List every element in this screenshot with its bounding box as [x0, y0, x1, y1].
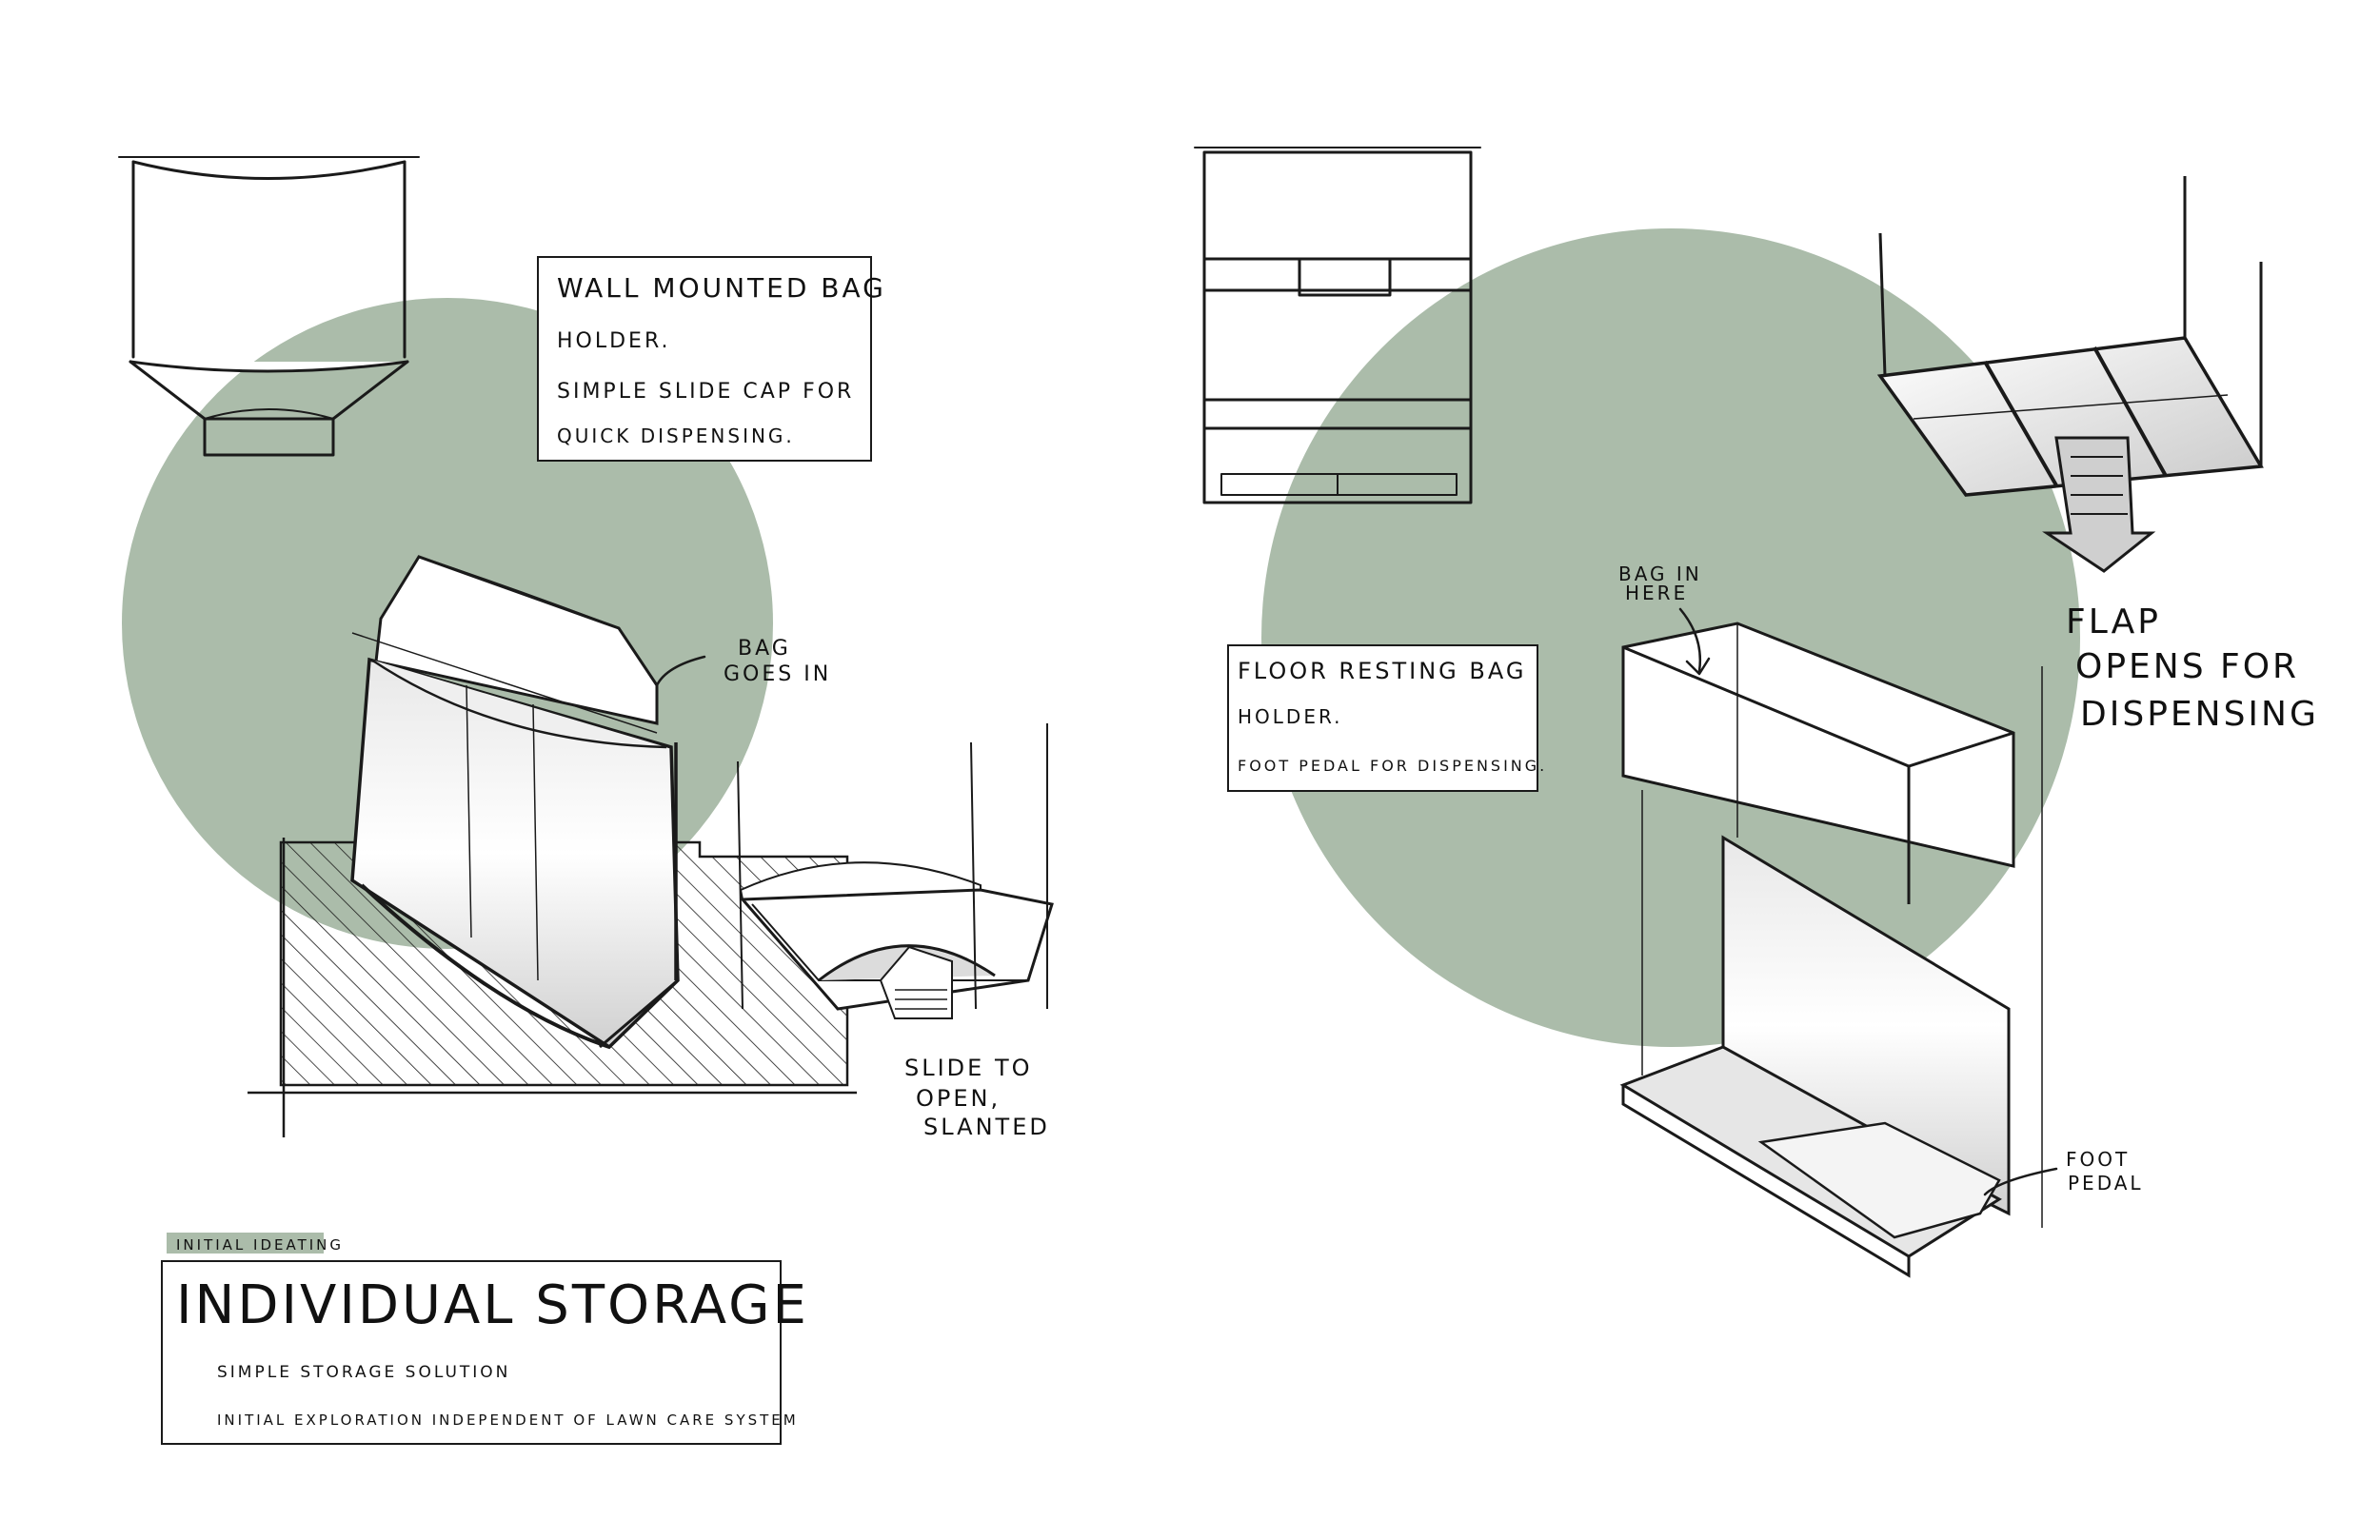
svg-text:OPEN,: OPEN,: [916, 1085, 1001, 1112]
svg-text:SLANTED: SLANTED: [923, 1114, 1050, 1140]
flap-perspective: [1876, 176, 2264, 573]
floor-holder-perspective: [1619, 622, 2043, 1278]
annotation-bag-goes-in: BAG GOES IN: [724, 637, 831, 686]
wall-note-line-4: QUICK DISPENSING.: [557, 424, 795, 447]
wall-note-line-3: SIMPLE SLIDE CAP FOR: [557, 380, 854, 404]
title-subline-2: INITIAL EXPLORATION INDEPENDENT OF LAWN …: [217, 1412, 799, 1429]
title-subline-1: SIMPLE STORAGE SOLUTION: [217, 1363, 510, 1382]
svg-text:FOOT: FOOT: [2066, 1148, 2130, 1171]
annotation-flap-opens: FLAP OPENS FOR DISPENSING: [2066, 602, 2319, 734]
page-title: INDIVIDUAL STORAGE: [176, 1274, 809, 1336]
title-tag: INITIAL IDEATING: [176, 1236, 344, 1254]
title-block: INITIAL IDEATING INDIVIDUAL STORAGE SIMP…: [161, 1233, 809, 1445]
floor-note-box: FLOOR RESTING BAG HOLDER. FOOT PEDAL FOR…: [1227, 644, 1547, 792]
svg-text:DISPENSING: DISPENSING: [2080, 695, 2319, 734]
bag-holder-perspective: [350, 555, 680, 1050]
svg-text:PEDAL: PEDAL: [2068, 1172, 2144, 1194]
wall-note-line-2: HOLDER.: [557, 329, 670, 353]
wall-holder-front-view: [118, 156, 420, 457]
slide-cap-detail: [737, 723, 1054, 1019]
annotation-foot-pedal: FOOT PEDAL: [2066, 1148, 2144, 1194]
svg-text:OPENS FOR: OPENS FOR: [2075, 647, 2299, 686]
svg-text:FLAP: FLAP: [2066, 602, 2161, 642]
floor-note-line-1: FLOOR RESTING BAG: [1238, 658, 1526, 684]
svg-text:GOES IN: GOES IN: [724, 662, 831, 686]
annotation-bag-in-here: BAG IN HERE: [1618, 563, 1702, 604]
annotation-arrows: [655, 607, 2058, 1196]
svg-text:SLIDE TO: SLIDE TO: [904, 1055, 1033, 1081]
svg-text:BAG: BAG: [738, 637, 791, 661]
wall-note-box: WALL MOUNTED BAG HOLDER. SIMPLE SLIDE CA…: [537, 256, 886, 462]
floor-note-line-2: HOLDER.: [1238, 705, 1343, 728]
floor-note-line-3: FOOT PEDAL FOR DISPENSING.: [1238, 757, 1547, 775]
svg-text:BAG IN: BAG IN: [1618, 563, 1702, 585]
svg-text:HERE: HERE: [1625, 582, 1688, 604]
wall-note-line-1: WALL MOUNTED BAG: [557, 272, 886, 304]
floor-holder-front-view: [1194, 147, 1481, 504]
title-tag-background: [167, 1233, 324, 1254]
annotation-slide-to-open: SLIDE TO OPEN, SLANTED: [904, 1055, 1050, 1140]
